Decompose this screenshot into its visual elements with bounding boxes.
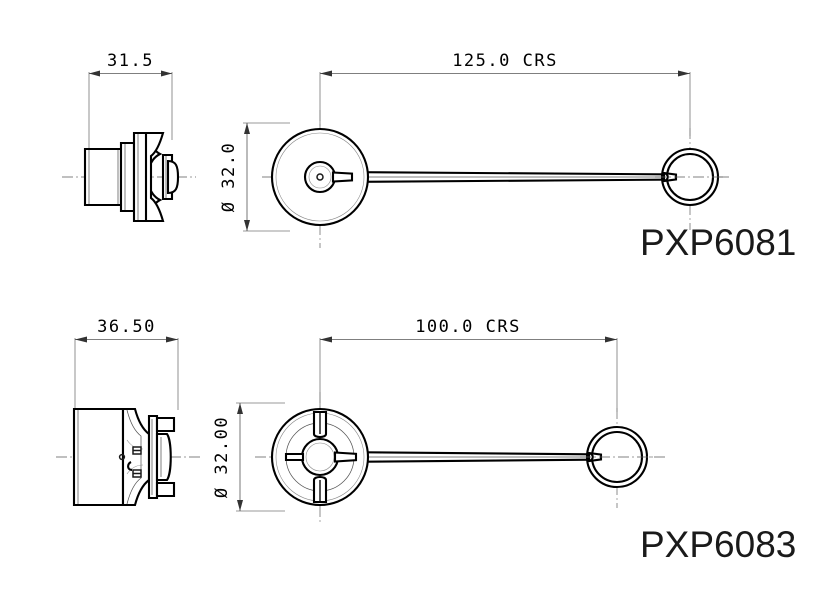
cap-body-inner-profile [126, 409, 142, 505]
flange-plate [147, 414, 159, 500]
assembly-pxp6081: 31.5 [62, 51, 796, 263]
side-view-pxp6081 [62, 131, 196, 223]
arrow-left-icon [320, 336, 332, 343]
cap-boss-inner-circle [308, 165, 332, 189]
ring-joint-curve [588, 451, 594, 463]
shell-body [72, 407, 125, 507]
cap-inner-rim-circle [275, 132, 365, 222]
bayonet-pin-upper [155, 416, 176, 433]
latch-lug [166, 159, 180, 195]
keyway-slot-top [312, 410, 328, 439]
bayonet-pin-lower [155, 481, 176, 498]
dimension-125-crs: 125.0 CRS [319, 51, 691, 136]
cap-boss-ring [303, 160, 337, 194]
front-view-pxp6083 [255, 392, 665, 524]
arrow-right-icon [161, 70, 172, 77]
detail-hole-center [118, 453, 126, 461]
arrow-top-icon [237, 403, 243, 414]
dimension-36-50-text: 36.50 [97, 317, 156, 337]
arrow-right-icon [166, 336, 178, 343]
key-notch-left [284, 452, 305, 462]
arrow-bottom-icon [237, 500, 243, 511]
arrow-bottom-icon [244, 220, 250, 231]
barrel-outer [83, 147, 123, 207]
dimension-31-5: 31.5 [88, 51, 173, 150]
arrow-left-icon [320, 70, 332, 77]
dimension-diameter-32-00-text: Ø 32.00 [212, 416, 232, 498]
dimension-diameter-32-0-text: Ø 32.0 [219, 142, 239, 212]
assembly-pxp6083: 36.50 [56, 317, 796, 565]
cap-body-outline [144, 131, 165, 223]
part-label-pxp6083: PXP6083 [640, 524, 796, 565]
front-view-pxp6081 [262, 110, 730, 248]
arrow-right-icon [678, 70, 690, 77]
tether-attachment [331, 171, 354, 183]
dimension-100-crs: 100.0 CRS [319, 317, 618, 412]
dimension-diameter-32-0: Ø 32.0 [219, 122, 290, 232]
arrow-left-icon [89, 70, 100, 77]
dimension-125-crs-text: 125.0 CRS [452, 51, 558, 71]
cap-body-bottom-arc [126, 464, 144, 475]
dimension-diameter-32-00: Ø 32.00 [212, 402, 285, 512]
ring-joint-curve [663, 171, 669, 183]
arrow-left-icon [75, 336, 87, 343]
dimension-31-5-text: 31.5 [107, 51, 154, 71]
cap-body-waist [121, 407, 151, 507]
center-lug [155, 432, 172, 482]
tether-attachment [333, 451, 358, 463]
keyway-slot-bottom [312, 475, 328, 504]
cap-center-hole [316, 173, 324, 181]
arrow-top-icon [244, 123, 250, 134]
side-view-pxp6083 [56, 407, 200, 507]
dimension-100-crs-text: 100.0 CRS [415, 317, 521, 337]
part-label-pxp6081: PXP6081 [640, 222, 796, 263]
detail-hook-mark [127, 461, 133, 472]
dimension-36-50: 36.50 [74, 317, 179, 412]
cap-boss-ring [300, 437, 340, 477]
arrow-right-icon [605, 336, 617, 343]
collar [119, 141, 136, 213]
